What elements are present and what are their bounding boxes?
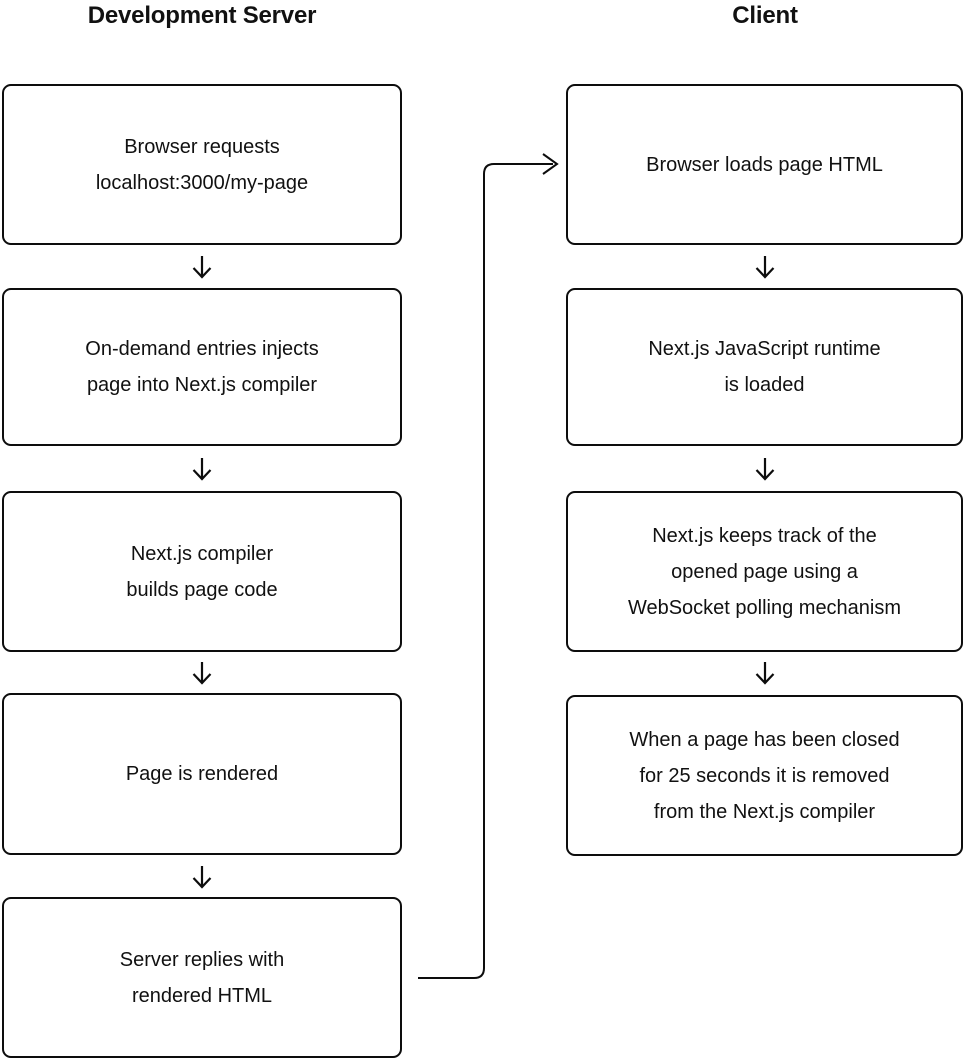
down-arrow-icon: [192, 866, 212, 889]
box-text-line: Browser loads page HTML: [646, 153, 883, 176]
box-text-line: Next.js keeps track of the: [652, 524, 877, 547]
box-text-line: Next.js JavaScript runtime: [648, 338, 881, 360]
box-compiler-builds: Next.js compiler builds page code: [2, 491, 402, 652]
column-title-dev-server: Development Server: [87, 2, 317, 29]
box-text-line: Browser requests: [124, 135, 280, 158]
down-arrow-icon: [192, 458, 212, 481]
box-text-line: for 25 seconds it is removed: [639, 764, 890, 787]
down-arrow-icon: [192, 256, 212, 279]
down-arrow-icon: [755, 256, 775, 279]
down-arrow-icon: [192, 662, 212, 685]
box-text-line: opened page using a: [671, 560, 858, 583]
box-text-line: page into Next.js compiler: [86, 374, 318, 396]
box-text-line: WebSocket polling mechanism: [627, 596, 902, 619]
box-text-line: On-demand entries injects: [85, 338, 319, 360]
down-arrow-icon: [755, 662, 775, 685]
box-runtime-loaded: Next.js JavaScript runtime is loaded: [566, 288, 963, 446]
box-text-line: rendered HTML: [131, 984, 273, 1007]
box-browser-loads-html: Browser loads page HTML: [566, 84, 963, 245]
box-websocket-tracking: Next.js keeps track of the opened page u…: [566, 491, 963, 652]
box-text-line: builds page code: [126, 578, 278, 601]
right-arrowhead-icon: [542, 153, 559, 175]
box-server-replies: Server replies with rendered HTML: [2, 897, 402, 1058]
box-page-rendered: Page is rendered: [2, 693, 402, 855]
box-text-line: When a page has been closed: [629, 728, 900, 751]
box-text-line: is loaded: [724, 374, 805, 396]
box-text-line: localhost:3000/my-page: [95, 171, 309, 194]
box-page-closed-removed: When a page has been closed for 25 secon…: [566, 695, 963, 856]
box-browser-requests: Browser requests localhost:3000/my-page: [2, 84, 402, 245]
box-text-line: Next.js compiler: [130, 542, 274, 565]
down-arrow-icon: [755, 458, 775, 481]
column-title-client: Client: [732, 2, 798, 29]
box-text-line: Page is rendered: [125, 763, 279, 785]
box-text-line: Server replies with: [119, 948, 285, 971]
box-on-demand-entries: On-demand entries injects page into Next…: [2, 288, 402, 446]
box-text-line: from the Next.js compiler: [653, 800, 876, 823]
